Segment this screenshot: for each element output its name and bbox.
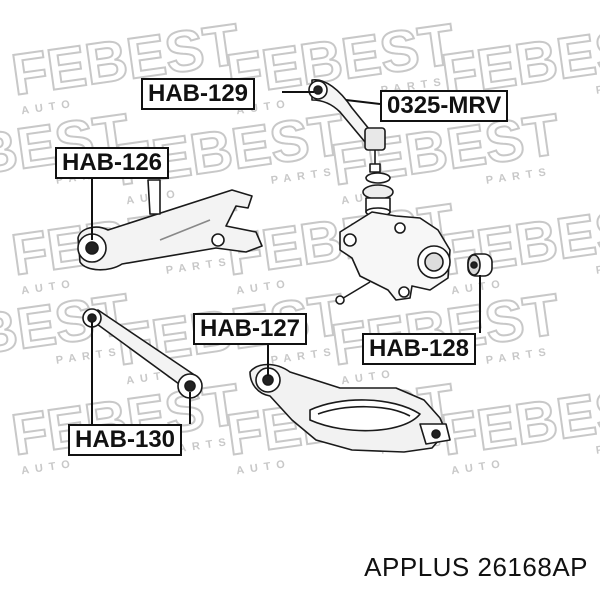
watermark-sub-right: PARTS xyxy=(595,436,600,457)
lateral-link-hab130 xyxy=(82,308,203,399)
part-label-hab-128: HAB-128 xyxy=(362,333,477,365)
footer-part-number: 26168AP xyxy=(477,552,588,582)
lower-arm-hab127 xyxy=(249,363,451,453)
bushing-hab128 xyxy=(467,253,493,277)
knuckle xyxy=(335,211,451,305)
part-label-hab-130: HAB-130 xyxy=(68,424,183,456)
part-label-hab-126: HAB-126 xyxy=(55,147,170,179)
leader-lines xyxy=(91,91,481,424)
upper-arm-0325-mrv xyxy=(308,79,386,173)
part-label-hab-129: HAB-129 xyxy=(141,78,256,110)
spring-seat xyxy=(362,172,394,217)
footer-brand: APPLUS xyxy=(364,552,470,582)
watermark-brand: FEBEST xyxy=(438,372,600,468)
part-reference-footer: APPLUS 26168AP xyxy=(364,552,588,583)
watermark-sub-right: PARTS xyxy=(595,76,600,97)
watermark-sub-right: PARTS xyxy=(595,256,600,277)
leader-0325-mrv xyxy=(345,99,381,105)
watermark-brand: FEBEST xyxy=(438,192,600,288)
part-label-0325-mrv: 0325-MRV xyxy=(380,90,509,122)
part-label-hab-127: HAB-127 xyxy=(193,313,308,345)
